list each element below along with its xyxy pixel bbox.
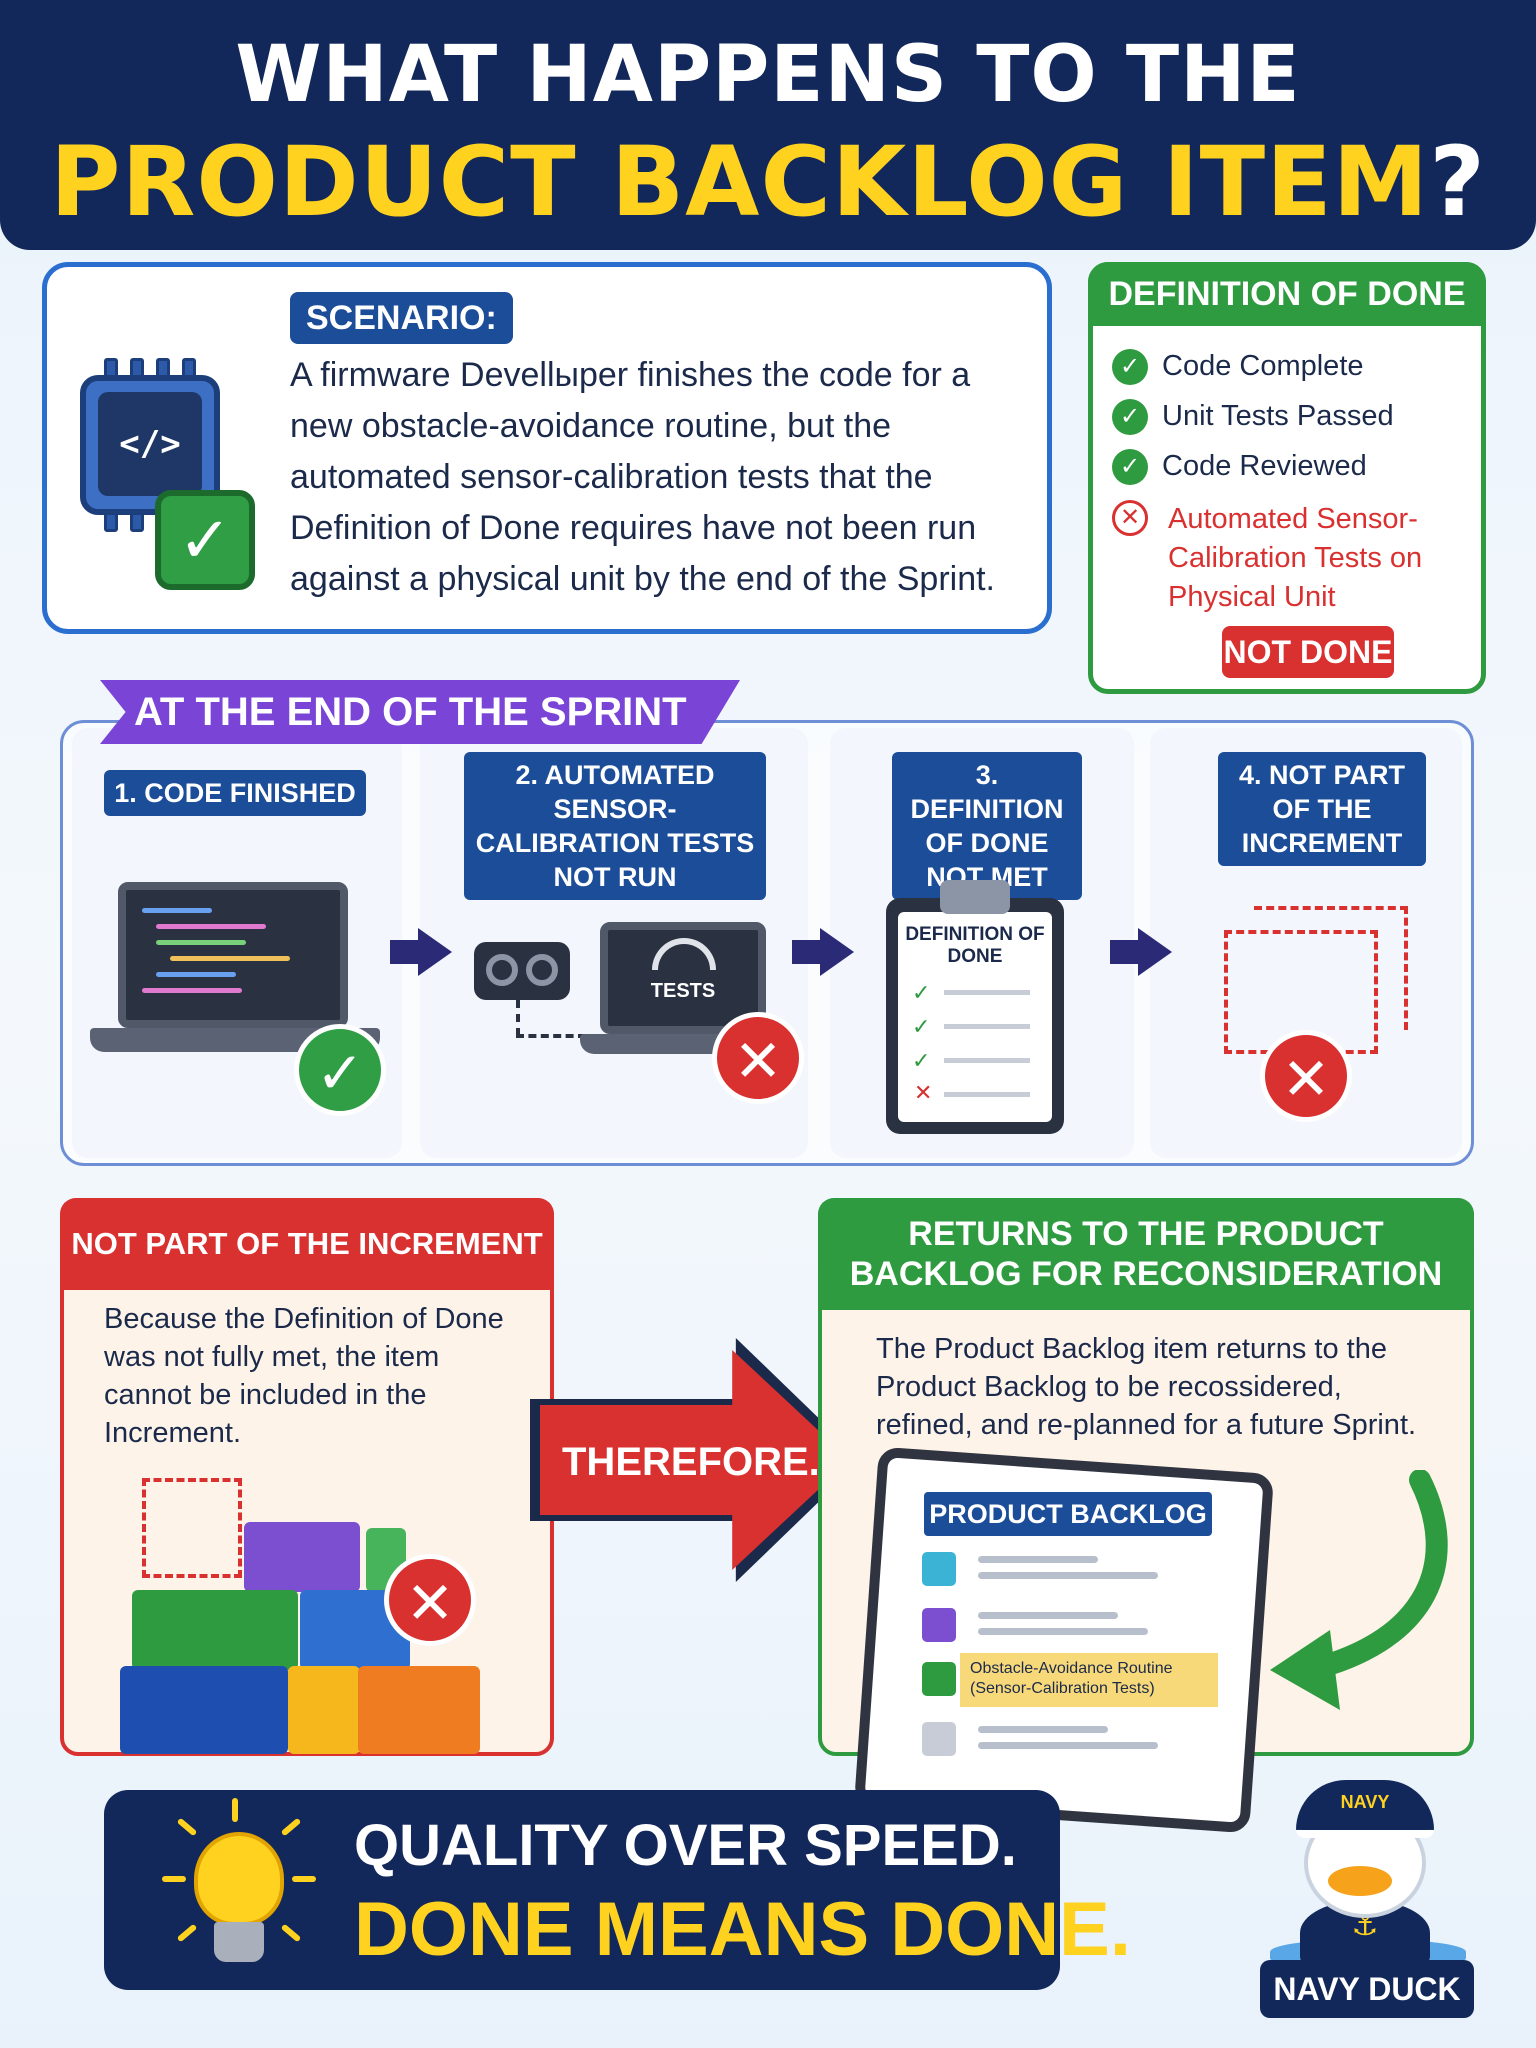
list-line <box>944 990 1030 995</box>
bulb-ray <box>232 1798 238 1822</box>
lightbulb-icon <box>194 1832 284 1926</box>
header-banner <box>0 0 1536 250</box>
dod-item: ✓ Unit Tests Passed <box>1112 396 1482 436</box>
clipboard-title: DEFINITION OF DONE <box>905 924 1045 967</box>
check-circle-icon: ✓ <box>1112 399 1148 436</box>
missing-block-outline <box>142 1478 242 1578</box>
dod-item-label: Unit Tests Passed <box>1162 400 1394 432</box>
list-line <box>944 1024 1030 1029</box>
block <box>288 1666 360 1754</box>
clipboard-paper <box>898 912 1052 1122</box>
scenario-tag: SCENARIO: <box>290 292 513 344</box>
backlog-row <box>922 1722 1182 1756</box>
duck-beak <box>1328 1866 1392 1896</box>
backlog-highlighted-item: Obstacle-Avoidance Routine (Sensor-Calib… <box>960 1653 1218 1707</box>
check-icon: ✓ <box>912 1014 931 1039</box>
mascot-name: NAVY DUCK <box>1260 1960 1474 2018</box>
dod-item-label: Code Complete <box>1162 350 1364 382</box>
sensor-cable <box>516 1034 586 1038</box>
x-icon: ✕ <box>1260 1030 1352 1122</box>
dod-item-label: Code Reviewed <box>1162 450 1367 482</box>
check-icon: ✓ <box>912 1048 931 1073</box>
sailor-cap-icon <box>1296 1780 1434 1838</box>
page-title-line1: WHAT HAPPENS TO THE <box>235 30 1301 120</box>
dod-failed-item-label: Automated Sensor-Calibration Tests on Ph… <box>1168 503 1423 613</box>
definition-of-done-card <box>1088 262 1486 694</box>
check-icon: ✓ <box>912 980 931 1005</box>
cap-text: NAVY <box>1340 1792 1390 1812</box>
return-arrow-icon <box>1270 1470 1448 1710</box>
not-done-badge: NOT DONE <box>1222 626 1394 678</box>
backlog-row <box>922 1608 1182 1642</box>
x-circle-icon: ✕ <box>1112 500 1148 536</box>
arrow-right-icon <box>1138 928 1172 976</box>
sensor-cable <box>516 1000 520 1036</box>
not-part-text: Because the Definition of Done was not f… <box>104 1303 504 1449</box>
arrow-right-icon <box>418 928 452 976</box>
check-icon: ✓ <box>155 490 255 590</box>
scenario-text: A firmware Devellыper finishes the code … <box>290 356 996 598</box>
sprint-banner: AT THE END OF THE SPRINT <box>100 680 740 744</box>
check-icon: ✓ <box>294 1024 386 1116</box>
sensor-icon <box>474 942 570 1000</box>
title-question-mark: ? <box>1429 126 1486 238</box>
check-circle-icon: ✓ <box>1112 349 1148 386</box>
dod-item: ✓ Code Reviewed <box>1112 446 1482 486</box>
step-label: 2. AUTOMATED SENSOR-CALIBRATION TESTS NO… <box>464 752 766 900</box>
block <box>132 1590 298 1670</box>
not-part-title: NOT PART OF THE INCREMENT <box>60 1198 554 1290</box>
backlog-row <box>922 1662 962 1696</box>
block <box>244 1522 360 1592</box>
returns-text: The Product Backlog item returns to the … <box>876 1333 1417 1441</box>
page-title-line2: PRODUCT BACKLOG ITEM? <box>0 126 1536 238</box>
bulb-ray <box>292 1876 316 1882</box>
arrow-right-icon <box>820 928 854 976</box>
clipboard-clip <box>940 880 1010 914</box>
x-icon: ✕ <box>384 1554 476 1646</box>
lightbulb-base <box>214 1922 264 1962</box>
arrow-right-icon <box>792 940 822 964</box>
x-icon: ✕ <box>712 1012 804 1104</box>
x-icon: ✕ <box>914 1080 933 1105</box>
returns-title: RETURNS TO THE PRODUCT BACKLOG FOR RECON… <box>818 1198 1474 1310</box>
list-line <box>944 1058 1030 1063</box>
arrow-right-icon <box>1110 940 1140 964</box>
dod-item: ✓ Code Complete <box>1112 346 1482 386</box>
dashed-cube-back <box>1254 906 1408 1030</box>
bulb-ray <box>162 1876 186 1882</box>
block <box>120 1666 288 1754</box>
step-label: 3. DEFINITION OF DONE NOT MET <box>892 752 1082 900</box>
code-glyph-icon: </> <box>98 392 202 496</box>
gauge-text: TESTS <box>650 980 716 1002</box>
backlog-row <box>922 1552 1182 1586</box>
laptop-icon <box>118 882 348 1028</box>
step-label: 1. CODE FINISHED <box>104 770 366 816</box>
step-label: 4. NOT PART OF THE INCREMENT <box>1218 752 1426 866</box>
therefore-label: THEREFORE... <box>562 1440 843 1484</box>
footer-line2: DONE MEANS DONE. <box>354 1887 1131 1972</box>
footer-line1: QUALITY OVER SPEED. <box>354 1813 1017 1878</box>
definition-of-done-title: DEFINITION OF DONE <box>1088 262 1486 326</box>
check-circle-icon: ✓ <box>1112 449 1148 486</box>
product-backlog-title: PRODUCT BACKLOG <box>924 1492 1212 1536</box>
block <box>358 1666 480 1754</box>
list-line <box>944 1092 1030 1097</box>
title-highlight: PRODUCT BACKLOG ITEM <box>50 126 1430 238</box>
arrow-right-icon <box>390 940 420 964</box>
